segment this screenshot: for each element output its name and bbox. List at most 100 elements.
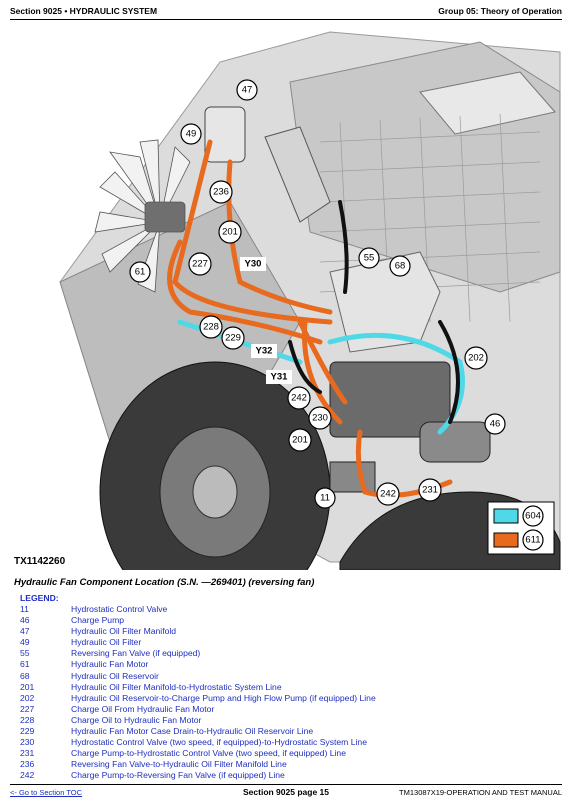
legend-code: 68 bbox=[20, 670, 30, 681]
svg-text:201: 201 bbox=[292, 435, 308, 446]
legend-desc: Charge Pump bbox=[71, 615, 125, 626]
footer-rule bbox=[10, 784, 562, 785]
black-lines bbox=[288, 200, 460, 424]
legend-item: 68 Hydraulic Oil Reservoir bbox=[20, 671, 560, 682]
svg-text:231: 231 bbox=[422, 485, 438, 496]
callout-201-top: 201 bbox=[218, 220, 242, 244]
callout-230: 230 bbox=[308, 406, 332, 430]
legend-code: 201 bbox=[20, 681, 35, 692]
callout-229: 229 bbox=[221, 326, 245, 350]
legend-item: 46 Charge Pump bbox=[20, 615, 560, 626]
legend-code: 47 bbox=[20, 626, 30, 637]
figure-id: TX1142260 bbox=[14, 556, 66, 567]
svg-text:46: 46 bbox=[490, 419, 501, 430]
color-key: 604 611 bbox=[487, 501, 555, 555]
legend-desc: Hydrostatic Control Valve bbox=[71, 604, 168, 614]
legend-code: 46 bbox=[20, 615, 30, 626]
legend-code: 229 bbox=[20, 726, 35, 737]
page-header: Section 9025 • HYDRAULIC SYSTEM Group 05… bbox=[10, 6, 562, 20]
fan bbox=[94, 139, 191, 293]
callout-61: 61 bbox=[129, 261, 151, 283]
tag-y31: Y31 bbox=[266, 370, 292, 384]
callout-68: 68 bbox=[389, 255, 411, 277]
legend-code: 242 bbox=[20, 770, 35, 781]
legend-item: 230 Hydrostatic Control Valve (two speed,… bbox=[20, 737, 560, 748]
legend-item: 236 Reversing Fan Valve-to-Hydraulic Oil … bbox=[20, 759, 560, 770]
legend-item: 55 Reversing Fan Valve (if equipped) bbox=[20, 648, 560, 659]
page-footer: <- Go to Section TOC Section 9025 page 1… bbox=[10, 784, 562, 800]
legend-desc: Hydraulic Oil Filter Manifold-to-Hydrost… bbox=[71, 681, 282, 692]
components bbox=[204, 106, 491, 493]
legend-code: 49 bbox=[20, 637, 30, 648]
legend-item: 49 Hydraulic Oil Filter bbox=[20, 637, 560, 648]
legend-desc: Charge Oil to Hydraulic Fan Motor bbox=[71, 714, 202, 725]
legend-desc: Charge Oil From Hydraulic Fan Motor bbox=[71, 703, 215, 714]
figure-caption: Hydraulic Fan Component Location (S.N. —… bbox=[14, 577, 315, 588]
legend-code: 227 bbox=[20, 703, 35, 714]
key-604: 604 bbox=[522, 505, 544, 527]
key-611: 611 bbox=[522, 529, 544, 551]
callout-231: 231 bbox=[418, 478, 442, 502]
svg-text:242: 242 bbox=[291, 393, 307, 404]
legend-desc: Hydraulic Oil Filter Manifold bbox=[71, 626, 177, 637]
legend-code: 230 bbox=[20, 737, 35, 748]
callout-11: 11 bbox=[314, 487, 336, 509]
legend-code: 55 bbox=[20, 648, 30, 659]
legend-desc: Hydraulic Fan Motor Case Drain-to-Hydrau… bbox=[71, 726, 314, 737]
callout-46: 46 bbox=[484, 413, 506, 435]
tag-y30: Y30 bbox=[240, 257, 266, 271]
callout-49: 49 bbox=[180, 123, 202, 145]
legend-item: 201 Hydraulic Oil Filter Manifold-to-Hydr… bbox=[20, 682, 560, 693]
callout-202: 202 bbox=[464, 346, 488, 370]
svg-text:611: 611 bbox=[525, 535, 540, 546]
legend-code: 236 bbox=[20, 759, 35, 770]
legend-desc: Hydraulic Oil Reservoir bbox=[71, 670, 159, 681]
legend-code: 231 bbox=[20, 748, 35, 759]
svg-text:229: 229 bbox=[225, 333, 241, 344]
tag-y32: Y32 bbox=[251, 344, 277, 358]
legend-code: 61 bbox=[20, 659, 30, 670]
callout-201-bottom: 201 bbox=[288, 428, 312, 452]
page-number: Section 9025 page 15 bbox=[243, 787, 329, 797]
legend-desc: Hydraulic Oil Filter bbox=[71, 637, 142, 648]
legend-code: 228 bbox=[20, 714, 35, 725]
callout-236: 236 bbox=[209, 180, 233, 204]
svg-text:Y30: Y30 bbox=[245, 259, 262, 270]
svg-text:230: 230 bbox=[312, 413, 328, 424]
toc-link[interactable]: <- Go to Section TOC bbox=[10, 788, 83, 797]
legend-item: 228 Charge Oil to Hydraulic Fan Motor bbox=[20, 715, 560, 726]
legend-code: 202 bbox=[20, 692, 35, 703]
svg-text:202: 202 bbox=[468, 353, 484, 364]
svg-text:242: 242 bbox=[380, 489, 396, 500]
callout-228: 228 bbox=[199, 315, 223, 339]
svg-text:201: 201 bbox=[222, 227, 238, 238]
svg-text:604: 604 bbox=[525, 511, 541, 522]
svg-text:68: 68 bbox=[395, 261, 406, 272]
callout-47: 47 bbox=[236, 79, 258, 101]
legend-title: LEGEND: bbox=[20, 593, 59, 603]
legend-desc: Hydrostatic Control Valve (two speed, if… bbox=[71, 737, 367, 748]
svg-text:49: 49 bbox=[186, 129, 197, 140]
callout-242-bottom: 242 bbox=[376, 482, 400, 506]
callout-227: 227 bbox=[188, 252, 212, 276]
manual-id: TM13087X19-OPERATION AND TEST MANUAL bbox=[399, 788, 562, 797]
svg-text:Y31: Y31 bbox=[271, 372, 289, 383]
svg-text:61: 61 bbox=[135, 267, 146, 278]
callout-55: 55 bbox=[358, 247, 380, 269]
svg-text:228: 228 bbox=[203, 322, 219, 333]
legend-desc: Reversing Fan Valve (if equipped) bbox=[71, 648, 201, 659]
hydraulic-fan-illustration: 47 49 236 201 227 61 Y30 55 68 228 229 Y… bbox=[59, 31, 561, 570]
svg-text:227: 227 bbox=[192, 259, 208, 270]
legend-desc: Reversing Fan Valve-to-Hydraulic Oil Fil… bbox=[71, 759, 287, 770]
svg-text:11: 11 bbox=[320, 493, 330, 504]
svg-text:47: 47 bbox=[242, 85, 253, 96]
callout-242-top: 242 bbox=[287, 386, 311, 410]
header-section: Section 9025 • HYDRAULIC SYSTEM bbox=[10, 6, 158, 16]
